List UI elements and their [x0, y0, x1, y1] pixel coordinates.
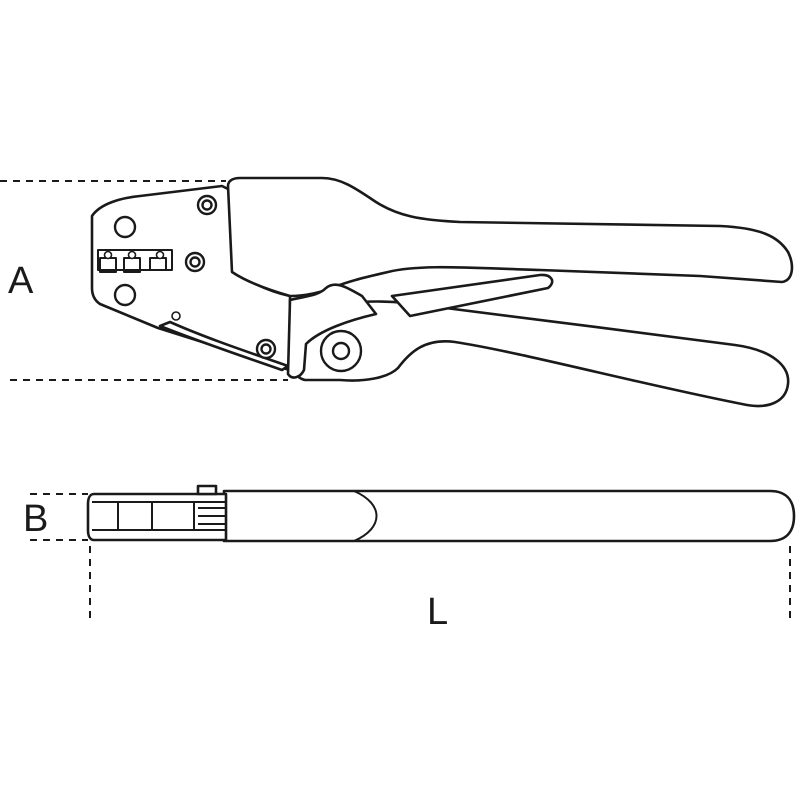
ratchet-bar: [390, 273, 554, 318]
die-marker: [127, 250, 137, 260]
pivot-bolt-inner: [331, 341, 351, 361]
dimension-label-a: A: [8, 260, 34, 302]
screw-bottom-inner: [260, 343, 272, 355]
dimension-lines: [0, 180, 791, 620]
die-marker: [155, 250, 165, 260]
top-head: [86, 492, 228, 542]
jaw-hole-lower: [113, 283, 137, 307]
top-die-channel: [92, 501, 226, 531]
dimension-label-l: L: [427, 591, 448, 633]
pliers-top-view: [86, 484, 796, 543]
top-ratchet-lines: [193, 502, 226, 530]
screw-mid-inner: [189, 256, 201, 268]
jaw-hole-upper: [113, 215, 137, 239]
die-slot: [97, 249, 173, 271]
top-handle-grip-end: [353, 490, 378, 542]
pivot-bracket: [286, 283, 378, 379]
dimension-label-b: B: [23, 498, 48, 540]
die-marker: [103, 250, 113, 260]
lower-handle: [290, 300, 790, 408]
small-pin: [171, 311, 181, 321]
top-handle: [222, 489, 796, 543]
top-head-tab: [196, 484, 218, 496]
pliers-side-view: [90, 176, 794, 408]
screw-top-inner: [201, 199, 213, 211]
die-cavities: [97, 249, 173, 273]
